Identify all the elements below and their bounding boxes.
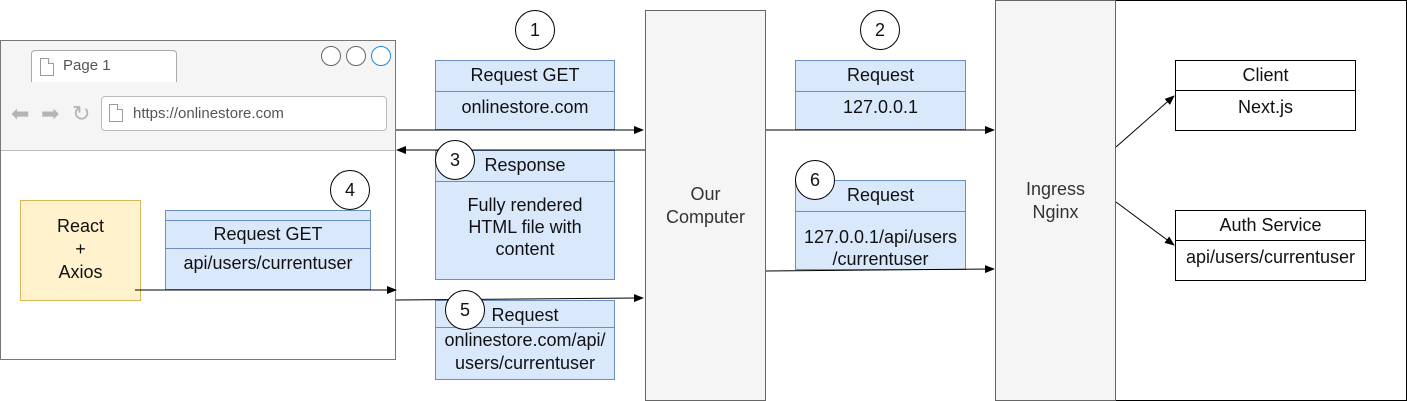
node-label: Computer bbox=[665, 207, 746, 227]
close-icon[interactable] bbox=[371, 46, 391, 66]
box-body: 127.0.0.1 bbox=[842, 97, 919, 117]
plus-label: + bbox=[75, 239, 86, 259]
box-divider bbox=[166, 248, 370, 249]
react-label: React bbox=[56, 216, 105, 236]
step-number-3: 3 bbox=[435, 140, 475, 180]
box-divider bbox=[436, 181, 614, 182]
arrow-ingress-to-client bbox=[1115, 95, 1175, 148]
step-number-1: 1 bbox=[515, 10, 555, 50]
forward-arrow-icon[interactable]: ➡ bbox=[41, 101, 60, 126]
box-body-line: HTML file with bbox=[468, 217, 582, 237]
back-arrow-icon[interactable]: ⬅ bbox=[11, 101, 30, 126]
response-box: Response Fully rendered HTML file with c… bbox=[435, 150, 615, 280]
url-text: https://onlinestore.com bbox=[133, 105, 284, 122]
minimize-icon[interactable] bbox=[321, 46, 341, 66]
step-number-2: 2 bbox=[860, 10, 900, 50]
box-body-line: onlinestore.com/api/ bbox=[444, 330, 606, 350]
box-body-line: Fully rendered bbox=[467, 195, 583, 215]
page-icon bbox=[40, 58, 54, 76]
box-body-line: content bbox=[495, 239, 555, 259]
box-title: Auth Service bbox=[1219, 215, 1322, 235]
box-divider bbox=[1176, 90, 1355, 91]
request-localhost-box: Request 127.0.0.1 bbox=[795, 60, 966, 130]
arrow-browser-to-computer-api bbox=[395, 294, 644, 303]
box-body-line: 127.0.0.1/api/users bbox=[803, 227, 958, 247]
arrow-ingress-to-auth bbox=[1115, 201, 1175, 246]
tab-label: Page 1 bbox=[63, 57, 111, 74]
axios-label: Axios bbox=[58, 262, 103, 282]
node-label: Ingress bbox=[1025, 179, 1086, 199]
arrow-computer-to-ingress-api bbox=[765, 265, 995, 274]
maximize-icon[interactable] bbox=[346, 46, 366, 66]
our-computer-node: Our Computer bbox=[645, 10, 766, 401]
page-icon bbox=[109, 104, 123, 122]
box-divider bbox=[796, 91, 965, 92]
box-title: Request bbox=[491, 305, 559, 325]
box-title: Client bbox=[1242, 65, 1289, 85]
box-title: Request GET bbox=[470, 65, 580, 85]
browser-chrome: Page 1 ⬅ ➡ ↻ https://onlinestore.com bbox=[1, 41, 395, 151]
request-localhost-currentuser-box: Request 127.0.0.1/api/users /currentuser bbox=[795, 180, 966, 270]
auth-service-box: Auth Service api/users/currentuser bbox=[1175, 210, 1366, 281]
box-body: api/users/currentuser bbox=[1185, 247, 1356, 267]
url-bar[interactable]: https://onlinestore.com bbox=[101, 96, 387, 131]
box-body: api/users/currentuser bbox=[183, 253, 353, 273]
box-divider bbox=[436, 327, 614, 328]
step-number-6: 6 bbox=[795, 160, 835, 200]
box-title: Request bbox=[846, 185, 915, 205]
box-divider bbox=[1176, 240, 1365, 241]
browser-tab[interactable]: Page 1 bbox=[31, 50, 177, 82]
box-body-line: /currentuser bbox=[832, 249, 929, 269]
box-title: Request bbox=[846, 65, 915, 85]
ingress-nginx-node: Ingress Nginx bbox=[995, 0, 1116, 401]
request-get-box: Request GET onlinestore.com bbox=[435, 60, 615, 130]
box-body: Next.js bbox=[1237, 97, 1293, 117]
box-divider bbox=[796, 211, 965, 212]
step-number-4: 4 bbox=[330, 170, 370, 210]
client-service-box: Client Next.js bbox=[1175, 60, 1356, 131]
step-number-5: 5 bbox=[445, 290, 485, 330]
box-divider bbox=[436, 91, 614, 92]
react-axios-box: React + Axios bbox=[20, 200, 141, 301]
node-label: Our bbox=[690, 184, 721, 204]
node-label: Nginx bbox=[1032, 202, 1079, 222]
box-body: onlinestore.com bbox=[461, 97, 589, 117]
refresh-icon[interactable]: ↻ bbox=[72, 101, 91, 126]
request-get-currentuser-box: Request GET api/users/currentuser bbox=[165, 210, 371, 290]
box-title: Response bbox=[484, 155, 566, 175]
box-divider bbox=[166, 220, 370, 221]
box-body-line: users/currentuser bbox=[454, 353, 596, 373]
box-title: Request GET bbox=[213, 224, 323, 244]
